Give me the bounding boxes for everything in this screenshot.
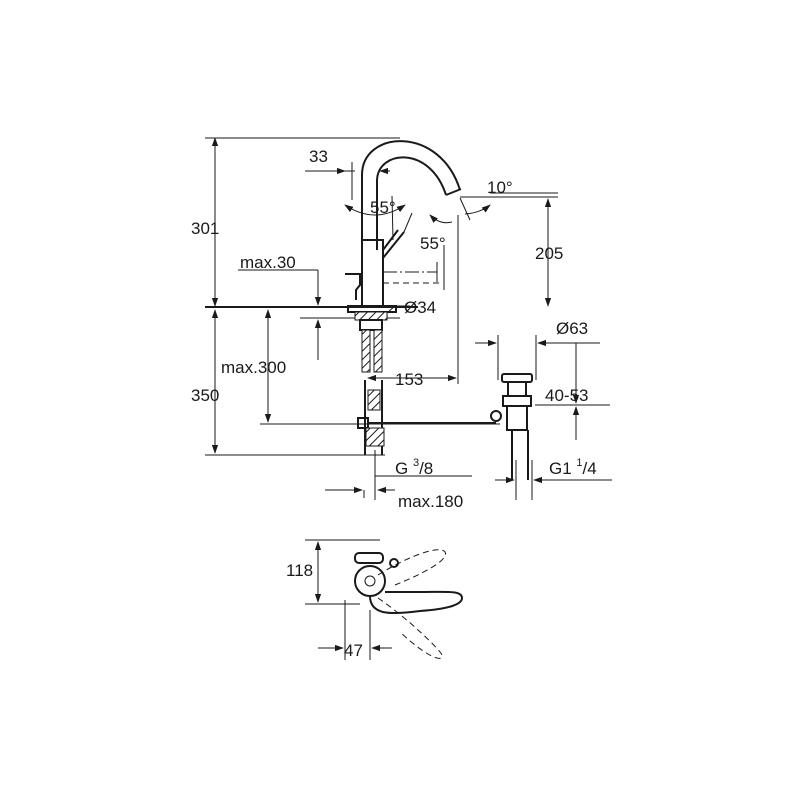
label-max300: max.300 <box>221 358 286 377</box>
dimension-g3-8 <box>325 450 472 500</box>
label-153: 153 <box>395 370 423 389</box>
label-55-left: 55° <box>370 198 396 217</box>
pop-up-drain <box>490 373 533 480</box>
label-47: 47 <box>344 641 363 660</box>
dimension-g1-1-4 <box>495 460 612 500</box>
dimension-205 <box>460 196 558 307</box>
dimension-10deg <box>459 192 558 221</box>
dimension-max30 <box>238 269 322 360</box>
label-118: 118 <box>286 561 313 580</box>
label-o34: Ø34 <box>404 298 436 317</box>
dimension-33 <box>305 162 390 200</box>
label-40-53: 40-53 <box>545 386 588 405</box>
dimension-350 <box>205 309 385 456</box>
label-max180: max.180 <box>398 492 463 511</box>
faucet-top-view <box>305 539 464 660</box>
label-g3-8: G 3/8 <box>395 457 433 478</box>
label-55-right: 55° <box>420 234 446 253</box>
label-o63: Ø63 <box>556 319 588 338</box>
label-max30: max.30 <box>240 253 296 272</box>
dimension-153 <box>367 215 459 384</box>
label-10deg: 10° <box>487 178 513 197</box>
label-205: 205 <box>535 244 563 263</box>
label-g1-1-4: G1 1/4 <box>549 457 597 478</box>
dimension-o63 <box>475 335 600 380</box>
label-33: 33 <box>309 147 328 166</box>
dimension-40-53 <box>535 343 610 440</box>
label-350: 350 <box>191 386 219 405</box>
dimension-301 <box>205 137 400 307</box>
faucet-body <box>344 140 496 455</box>
label-301: 301 <box>191 219 219 238</box>
